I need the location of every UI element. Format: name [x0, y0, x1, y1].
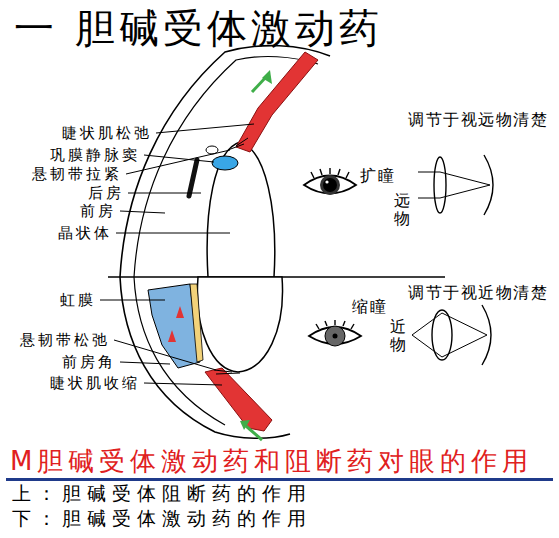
eye-highlight	[325, 180, 328, 183]
eyelashes	[316, 320, 354, 329]
eye-icon	[304, 176, 356, 194]
pupil-label: 扩瞳	[360, 166, 396, 185]
eyelashes	[311, 168, 349, 178]
light-ray	[418, 172, 490, 185]
lens-thick	[197, 277, 282, 372]
caption-rule	[6, 478, 553, 481]
leader-line	[120, 362, 170, 364]
note-text: 上：胆碱受体阻断药的作用	[12, 482, 312, 505]
page-title: 一 胆碱受体激动药	[14, 4, 383, 52]
leader-line	[116, 233, 230, 234]
light-ray	[412, 335, 487, 357]
object-label: 远物	[394, 192, 410, 227]
leader-line	[144, 383, 222, 385]
leader-line	[114, 340, 216, 370]
green-arrow	[240, 420, 250, 430]
ciliary-muscle	[205, 368, 272, 431]
part-label: 前房	[80, 202, 116, 220]
optics-note: 调节于视远物清楚	[408, 110, 548, 129]
pupil-dilated	[323, 178, 337, 192]
part-label: 悬韧带松弛	[20, 331, 110, 349]
lens-thin	[207, 142, 275, 277]
scleral-sinus	[212, 156, 238, 170]
iris-icon	[320, 175, 340, 195]
iris-icon	[325, 326, 345, 346]
pupil-label: 缩瞳	[352, 297, 388, 316]
light-ray	[412, 313, 487, 335]
zonule	[228, 144, 244, 150]
optics-note: 调节于视近物清楚	[408, 283, 548, 302]
lens-icon	[434, 157, 446, 213]
green-arrow-shaft	[246, 426, 262, 440]
part-label: 前房角	[62, 353, 116, 371]
part-label: 虹膜	[60, 291, 96, 309]
part-label: 睫状肌松弛	[62, 124, 152, 142]
green-arrow-shaft	[252, 76, 267, 92]
pupil-constricted	[333, 334, 338, 339]
red-arrow	[168, 330, 176, 342]
lens-icon	[432, 310, 452, 360]
retina-arc	[484, 155, 493, 215]
cornea-outer	[120, 46, 330, 277]
leader-line	[120, 211, 165, 213]
note-text: 下：胆碱受体激动药的作用	[12, 507, 312, 530]
part-label: 睫状肌收缩	[50, 374, 140, 392]
iris-sphincter	[190, 284, 203, 362]
zonule	[216, 373, 240, 374]
red-arrow	[176, 306, 184, 318]
leader-line	[156, 124, 254, 133]
light-ray	[418, 185, 490, 198]
cornea-inner	[134, 277, 225, 425]
part-label: 晶状体	[58, 224, 112, 242]
part-label: 后房	[88, 184, 124, 202]
iris-retracted	[189, 160, 197, 196]
leader-line	[100, 300, 165, 301]
retina-arc	[482, 305, 491, 365]
part-label: 巩膜静脉窦	[50, 146, 140, 164]
figure-caption: M胆碱受体激动药和阻断药对眼的作用	[10, 446, 533, 477]
leader-line	[128, 193, 201, 194]
cornea-outer	[120, 277, 290, 438]
object-label: 近物	[390, 318, 406, 353]
leader-line	[126, 150, 230, 174]
ciliary-muscle	[236, 52, 318, 152]
zonule	[214, 370, 232, 372]
part-label: 悬韧带拉紧	[32, 165, 122, 183]
